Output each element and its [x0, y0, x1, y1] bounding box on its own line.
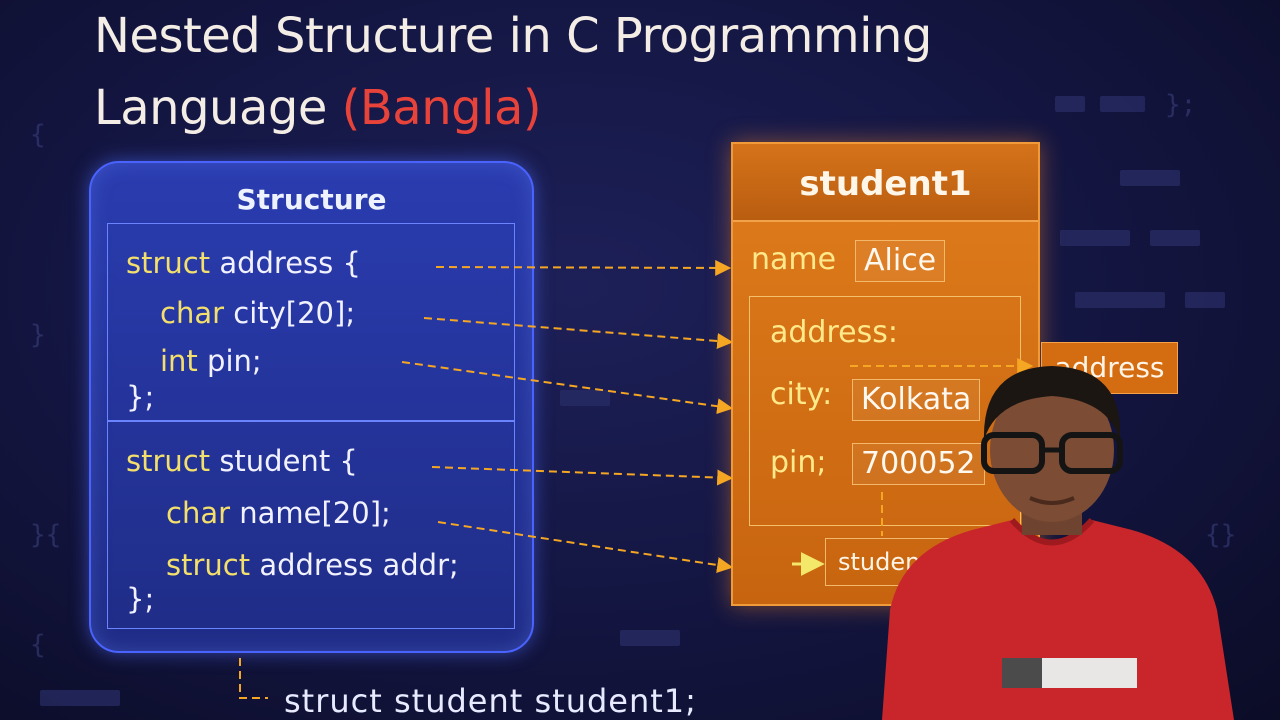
code-text: address addr; [250, 548, 459, 582]
address-struct-box: struct address { char city[20]; int pin;… [107, 223, 515, 421]
structure-panel: Structure struct address { char city[20]… [89, 161, 534, 653]
title-line-1: Nested Structure in C Programming [94, 8, 932, 64]
code-line: int pin; [160, 344, 262, 378]
code-text: city[20]; [224, 296, 356, 330]
code-line: char city[20]; [160, 296, 355, 330]
keyword: struct [126, 246, 211, 280]
background-code-bar [560, 390, 610, 406]
city-label: city: [770, 377, 833, 412]
keyword: char [160, 296, 225, 330]
background-code-bar [1150, 230, 1200, 246]
title-bangla: (Bangla) [341, 80, 542, 136]
title-language: Language [94, 80, 342, 136]
background-code-bar [40, 690, 120, 706]
keyword: int [160, 344, 198, 378]
background-code-bar [1060, 230, 1130, 246]
keyword: struct [166, 548, 251, 582]
address-label: address: [770, 315, 898, 350]
code-line: char name[20]; [166, 496, 391, 530]
code-text: pin; [197, 344, 262, 378]
student1-header: student1 [733, 144, 1038, 222]
arrow-bottom [239, 658, 268, 699]
background-code-bar [1055, 96, 1085, 112]
code-line: struct student { [126, 444, 358, 478]
code-text: address { [210, 246, 361, 280]
structure-header: Structure [236, 183, 387, 216]
pin-value: 700052 [852, 443, 985, 485]
student-struct-box: struct student { char name[20]; struct a… [107, 421, 515, 629]
student-tag: studen [825, 538, 989, 586]
name-label: name [751, 242, 837, 277]
page-title: Nested Structure in C Programming Langua… [94, 0, 932, 144]
background-brace: { [30, 120, 46, 150]
student1-box: student1 name Alice address: city: Kolka… [731, 142, 1040, 606]
background-brace: { [30, 630, 46, 660]
city-value: Kolkata [852, 379, 981, 421]
code-text: student { [210, 444, 358, 478]
background-code-bar [1100, 96, 1145, 112]
background-brace: {} [1205, 520, 1237, 550]
code-line: struct address addr; [166, 548, 459, 582]
student1-declaration: struct student student1; [284, 682, 697, 720]
keyword: char [166, 496, 231, 530]
student1-title: student1 [799, 164, 972, 204]
presenter-image [882, 366, 1234, 720]
keyword: struct [126, 444, 211, 478]
code-line: struct address { [126, 246, 361, 280]
code-text: name[20]; [230, 496, 391, 530]
name-value: Alice [855, 240, 946, 282]
background-brace: }; [1165, 90, 1197, 120]
title-line-2: Language (Bangla) [94, 72, 932, 144]
background-code-bar [1075, 292, 1165, 308]
background-code-bar [620, 630, 680, 646]
background-code-bar [1120, 170, 1180, 186]
pin-label: pin; [770, 445, 827, 480]
code-line: }; [126, 582, 155, 616]
code-line: }; [126, 380, 155, 414]
background-brace: }{ [30, 520, 62, 550]
background-code-bar [1185, 292, 1225, 308]
background-brace: } [30, 320, 46, 350]
